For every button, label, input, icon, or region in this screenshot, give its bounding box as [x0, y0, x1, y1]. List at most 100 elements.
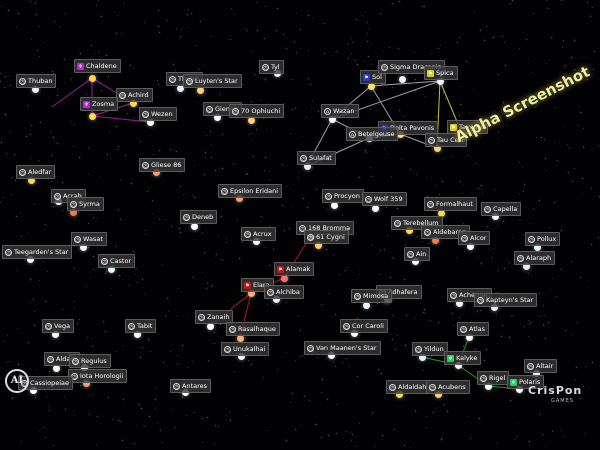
star[interactable]	[176, 84, 184, 92]
star-label[interactable]: ◷Antares	[170, 379, 212, 393]
star[interactable]	[196, 86, 204, 94]
star-label[interactable]: ◷Pollux	[525, 232, 561, 246]
star[interactable]	[330, 201, 338, 209]
star[interactable]	[515, 385, 523, 393]
star[interactable]	[532, 369, 540, 377]
star[interactable]	[455, 299, 463, 307]
star[interactable]	[431, 236, 439, 244]
star-label[interactable]: ◷Acrux	[241, 227, 276, 241]
star[interactable]	[484, 382, 492, 390]
star[interactable]	[522, 262, 530, 270]
star[interactable]	[436, 77, 444, 85]
star-label[interactable]: ◷Wolf 359	[362, 192, 407, 206]
star[interactable]	[303, 162, 311, 170]
star[interactable]	[252, 237, 260, 245]
star[interactable]	[26, 255, 34, 263]
star-label[interactable]: ◷Zanaih	[195, 310, 234, 324]
star[interactable]	[350, 329, 358, 337]
star-label[interactable]: ⚑Alamak	[274, 262, 315, 276]
star[interactable]	[247, 289, 255, 297]
star-label[interactable]: ◷Alchiba	[264, 285, 304, 299]
star-label[interactable]: ◷Formalhaut	[424, 197, 477, 211]
star[interactable]	[146, 118, 154, 126]
star-label[interactable]: ◷Cor Caroli	[340, 319, 388, 333]
star[interactable]	[27, 176, 35, 184]
star[interactable]	[206, 322, 214, 330]
star-label[interactable]: ◷Wasat	[71, 232, 107, 246]
star[interactable]	[235, 194, 243, 202]
star-label[interactable]: ◷Luyten's Star	[183, 74, 242, 88]
star-label[interactable]: ◷Sulafat	[297, 151, 336, 165]
star-label[interactable]: ◷Gliese 86	[139, 158, 186, 172]
star-label[interactable]: ◷61 Cygni	[304, 230, 349, 244]
star-label[interactable]: ⌂Wazan	[321, 104, 359, 118]
star-label[interactable]: ♆Zosma	[80, 97, 119, 111]
star-label[interactable]: ◷70 Ophiuchi	[229, 104, 285, 118]
star[interactable]	[31, 85, 39, 93]
star-label[interactable]: ♆Polaris	[507, 375, 545, 389]
star[interactable]	[247, 116, 255, 124]
star-label[interactable]: ◷Aldaldah	[386, 380, 431, 394]
star[interactable]	[490, 303, 498, 311]
star-label[interactable]: ◷Iota Horologii	[68, 369, 128, 383]
star[interactable]	[411, 257, 419, 265]
star[interactable]	[533, 243, 541, 251]
star-label[interactable]: ◷Aldebaran	[421, 225, 471, 239]
star-label[interactable]: ◷Castor	[98, 254, 136, 268]
star[interactable]	[79, 243, 87, 251]
star-label[interactable]: ♆Kalyke	[444, 351, 482, 365]
star-label[interactable]: ◷Achird	[116, 88, 153, 102]
star-label[interactable]: ◷Alcor	[458, 231, 491, 245]
star[interactable]	[437, 209, 445, 217]
star-label[interactable]: ◷Altair	[524, 359, 558, 373]
star[interactable]	[328, 115, 336, 123]
star[interactable]	[82, 379, 90, 387]
star[interactable]	[398, 75, 406, 83]
star-label[interactable]: ◷Syrma	[67, 197, 104, 211]
star-label[interactable]: ◷Capella	[481, 202, 522, 216]
star-label[interactable]: ◷Tyl	[259, 60, 284, 74]
star[interactable]	[69, 208, 77, 216]
star-label[interactable]: ◷Thuban	[16, 74, 57, 88]
star[interactable]	[491, 212, 499, 220]
star-label[interactable]: ◷Teegarden's Star	[2, 245, 73, 259]
star[interactable]	[190, 222, 198, 230]
star-label[interactable]: ◷Unukalhai	[221, 342, 270, 356]
star[interactable]	[88, 74, 96, 82]
star[interactable]	[466, 242, 474, 250]
star[interactable]	[133, 330, 141, 338]
star[interactable]	[395, 390, 403, 398]
star-label[interactable]: ◷Deneb	[180, 210, 218, 224]
star[interactable]	[107, 265, 115, 273]
star-label[interactable]: ◷Aledfar	[16, 165, 56, 179]
star-label[interactable]: ◷Rasalhaque	[226, 322, 280, 336]
star[interactable]	[433, 144, 441, 152]
star-label[interactable]: ⌂Betelgeuse	[346, 127, 399, 141]
star[interactable]	[237, 352, 245, 360]
star-label[interactable]: ⚑Taygete	[447, 120, 489, 134]
star-label[interactable]: ◷Mimosa	[351, 289, 393, 303]
star[interactable]	[327, 351, 335, 359]
star[interactable]	[280, 274, 288, 282]
star[interactable]	[314, 241, 322, 249]
star-label[interactable]: ◷Vega	[42, 319, 75, 333]
star[interactable]	[367, 82, 375, 90]
star[interactable]	[88, 112, 96, 120]
star-label[interactable]: ◷Alaraph	[514, 251, 556, 265]
star-label[interactable]: ◷Ain	[404, 247, 431, 261]
star[interactable]	[465, 333, 473, 341]
star-label[interactable]: ◷Tau Ceti	[425, 133, 467, 147]
star-label[interactable]: ◷Atlas	[457, 322, 490, 336]
star[interactable]	[434, 390, 442, 398]
star-label[interactable]: ◷Regulus	[69, 354, 111, 368]
star-label[interactable]: ◷Tabit	[125, 319, 157, 333]
star-label[interactable]: ◷Yildun	[412, 342, 448, 356]
star-label[interactable]: ◷Epsilon Eridani	[218, 184, 283, 198]
star[interactable]	[213, 113, 221, 121]
star[interactable]	[129, 99, 137, 107]
star[interactable]	[405, 226, 413, 234]
star[interactable]	[362, 301, 370, 309]
star[interactable]	[236, 334, 244, 342]
star[interactable]	[454, 361, 462, 369]
